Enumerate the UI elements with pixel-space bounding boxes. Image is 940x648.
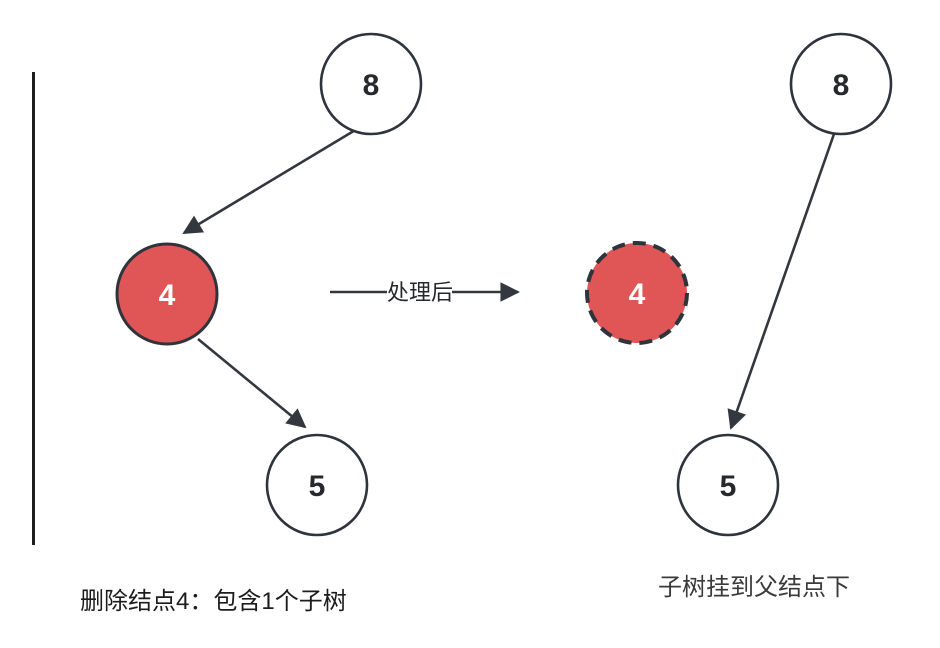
node-label-right-5: 5 [720, 470, 737, 503]
node-circle-left-8 [319, 32, 423, 136]
edge-left-8-to-4 [182, 127, 358, 235]
edge-right-8-to-5 [727, 133, 836, 430]
node-circle-right-5 [676, 433, 780, 537]
node-circle-right-4-deleted [585, 241, 689, 345]
edge-left-4-to-5 [197, 337, 307, 429]
left-tree-caption: 删除结点4：包含1个子树 [80, 588, 347, 615]
right-tree-caption: 子树挂到父结点下 [658, 574, 850, 601]
node-circle-left-4 [115, 242, 219, 346]
node-label-left-8: 8 [363, 69, 380, 102]
node-label-right-4: 4 [629, 278, 646, 311]
node-circle-left-5 [265, 433, 369, 537]
node-circle-right-8 [789, 32, 893, 136]
transition-label: 处理后 [387, 280, 453, 305]
node-label-right-8: 8 [833, 69, 850, 102]
node-label-left-5: 5 [309, 470, 326, 503]
node-label-left-4: 4 [159, 279, 176, 312]
